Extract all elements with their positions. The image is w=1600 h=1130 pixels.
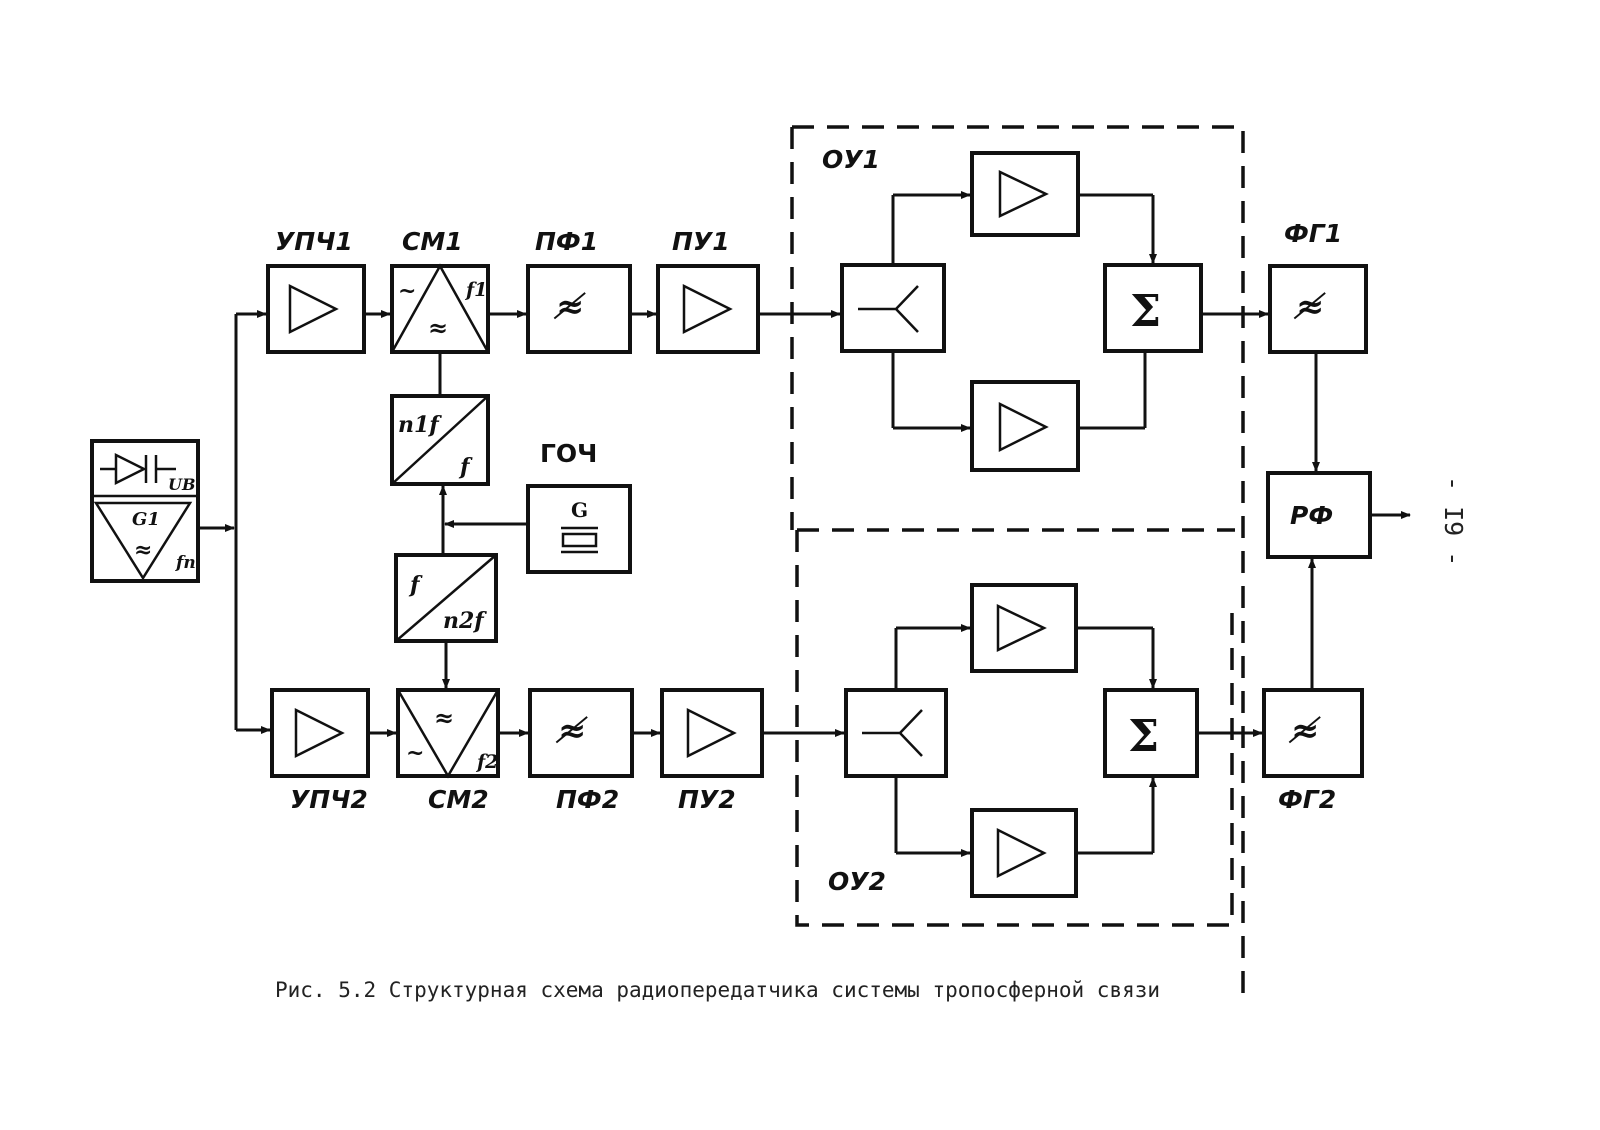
amplifier-triangle-icon [682,283,733,335]
filter-icon: ≉ [1293,287,1326,327]
multiplier1-f-label: f [458,454,473,480]
filter-icon: ≉ [553,287,586,327]
cm1-block: ~ ≈ f1 [390,263,490,354]
cm1-label: СМ1 [402,227,463,256]
pf2-block: ≉ [528,688,634,778]
fn-label: fп [175,553,196,573]
page-number: - I9 - [1439,476,1468,567]
amp1b-block [970,380,1080,472]
amplifier-triangle-icon [686,707,737,759]
cm1-tilde-symbol: ~ [398,278,416,304]
sum-symbol: Σ [1130,286,1161,337]
sum-symbol: Σ [1128,711,1159,762]
pu1-label: ПУ1 [672,227,730,256]
pf1-label: ПФ1 [535,227,598,256]
ou1-label: ОУ1 [822,145,880,174]
splitter2-block [844,688,948,778]
cm1-approx-symbol: ≈ [428,313,448,342]
amp1a-block [970,151,1080,237]
multiplier2-block: f n2f [394,553,498,643]
pu1-block [656,264,760,354]
oscillator-triangle-icon [93,501,193,581]
mixer-triangle-icon [390,263,490,353]
cm2-tilde-symbol: ~ [406,740,424,766]
sum2-block: Σ [1103,688,1199,778]
goch-block: G [526,484,632,574]
pf1-block: ≉ [526,264,632,354]
fg2-block: ≉ [1262,688,1364,778]
goch-label: ГОЧ [540,439,597,468]
amp2a-block [970,583,1078,673]
amplifier-triangle-icon [998,401,1049,453]
goch-g-label: G [571,498,588,522]
upch1-label: УПЧ1 [275,227,353,256]
amplifier-triangle-icon [288,283,339,335]
splitter1-block [840,263,946,353]
crystal-icon [561,526,598,554]
splitter-icon [862,709,923,757]
multiplier2-f-label: f [408,572,423,598]
mixer-triangle-icon [396,689,500,779]
ou2-enclosure [795,530,1234,927]
rf-label: РФ [1290,501,1333,530]
upch1-block [266,264,366,354]
figure-caption: Рис. 5.2 Структурная схема радиопередатч… [275,978,1161,1002]
f2-label: f2 [475,751,498,773]
g1-label: G1 [132,509,160,530]
ou1-enclosure [790,125,1245,1000]
amp2b-block [970,808,1078,898]
upch2-label: УПЧ2 [290,785,368,814]
amplifier-triangle-icon [996,827,1047,879]
cm2-block: ≈ ~ f2 [396,688,500,779]
sum1-block: Σ [1103,263,1203,353]
pu2-label: ПУ2 [678,785,736,814]
n1f-label: n1f [398,412,442,438]
fg1-label: ФГ1 [1284,219,1342,248]
pf2-label: ПФ2 [556,785,619,814]
signal-lines [198,191,1411,857]
ou2-label: ОУ2 [828,867,886,896]
upch2-block [270,688,370,778]
filter-icon: ≉ [555,711,588,751]
f1-label: f1 [464,279,487,301]
master-oscillator-block: UB G1 ≈ fп [90,439,200,583]
fg2-label: ФГ2 [1278,785,1336,814]
amplifier-triangle-icon [294,707,345,759]
n2f-label: n2f [443,608,487,634]
fg1-block: ≉ [1268,264,1368,354]
amplifier-triangle-icon [996,604,1047,652]
amplifier-triangle-icon [998,170,1049,218]
filter-icon: ≉ [1288,711,1321,751]
ub-label: UB [168,475,195,494]
splitter-icon [858,285,919,333]
cm2-label: СМ2 [428,785,489,814]
varactor-diode-icon [100,452,176,486]
multiplier1-block: n1f f [390,394,490,486]
pu2-block [660,688,764,778]
cm2-approx-symbol: ≈ [434,703,454,732]
oscillator-approx-symbol: ≈ [134,537,152,563]
